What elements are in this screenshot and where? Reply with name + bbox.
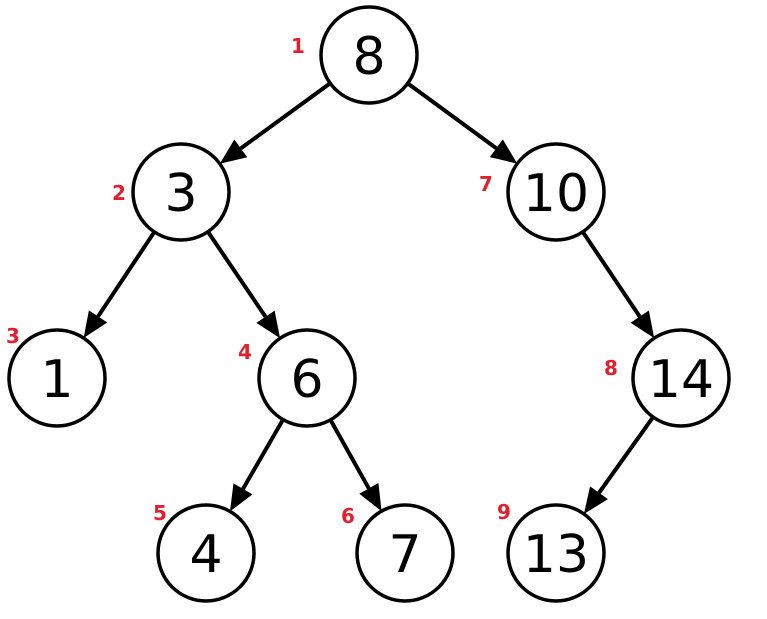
order-label: 8 [604, 356, 618, 380]
tree-node-1: 13 [6, 324, 107, 428]
edge-line [406, 81, 498, 150]
node-circle [506, 503, 606, 603]
node-circle [506, 142, 606, 242]
edge-n8-n10 [406, 81, 518, 164]
edge-n8-n3 [219, 81, 332, 164]
edge-n14-n13 [583, 415, 655, 514]
edges-layer [83, 81, 655, 514]
node-value: 3 [164, 164, 197, 224]
order-label: 5 [153, 501, 167, 525]
edge-line [581, 230, 642, 318]
arrowhead [219, 139, 248, 164]
tree-node-3: 32 [112, 142, 231, 242]
edge-n3-n1 [83, 230, 157, 339]
edge-n3-n6 [206, 230, 281, 339]
node-value: 4 [189, 525, 222, 585]
edge-line [597, 415, 655, 494]
edge-line [96, 230, 157, 318]
node-value: 1 [40, 350, 73, 410]
tree-node-7: 76 [341, 503, 455, 603]
node-value: 13 [523, 525, 589, 585]
node-value: 14 [648, 350, 714, 410]
edge-line [328, 418, 371, 490]
order-label: 6 [341, 504, 355, 528]
node-circle [319, 5, 419, 105]
arrowhead [489, 139, 518, 164]
edge-n6-n4 [229, 418, 285, 512]
node-circle [355, 503, 455, 603]
order-label: 9 [497, 500, 511, 524]
node-circle [156, 503, 256, 603]
order-label: 3 [6, 324, 20, 348]
arrowhead [256, 310, 281, 339]
arrowhead [583, 486, 608, 514]
arrowhead [229, 483, 253, 512]
edge-line [241, 418, 285, 490]
node-value: 10 [523, 164, 589, 224]
order-label: 7 [479, 172, 493, 196]
node-circle [257, 328, 357, 428]
tree-node-14: 14 8 [604, 328, 731, 428]
node-value: 7 [388, 525, 421, 585]
tree-node-10: 10 7 [479, 142, 606, 242]
tree-node-8: 81 [291, 5, 419, 105]
edge-n6-n7 [328, 418, 382, 512]
node-circle [131, 142, 231, 242]
edge-n10-n14 [581, 230, 655, 339]
node-circle [631, 328, 731, 428]
tree-node-4: 45 [153, 501, 256, 603]
tree-node-6: 64 [238, 328, 357, 428]
order-label: 4 [238, 340, 252, 364]
arrowhead [83, 310, 108, 339]
node-circle [7, 328, 107, 428]
order-label: 1 [291, 34, 305, 58]
node-value: 8 [352, 27, 385, 87]
arrowhead [359, 483, 382, 512]
node-value: 6 [290, 350, 323, 410]
edge-line [206, 230, 268, 318]
edge-line [239, 81, 332, 151]
arrowhead [630, 310, 655, 339]
tree-node-13: 13 9 [497, 500, 606, 603]
order-label: 2 [112, 181, 126, 205]
